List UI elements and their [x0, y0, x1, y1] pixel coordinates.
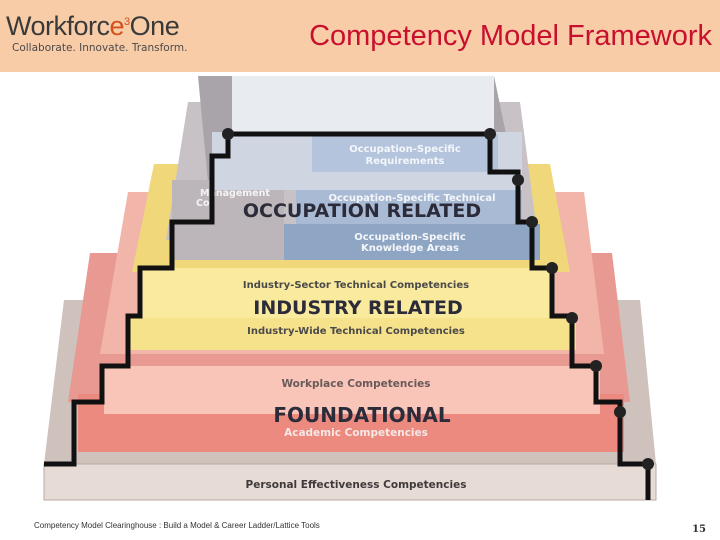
- tier-personal-effectiveness: [43, 463, 657, 501]
- label-occupation-requirements-2: Requirements: [366, 156, 445, 167]
- label-industry-sector: Industry-Sector Technical Competencies: [243, 280, 469, 291]
- label-occupation-related: OCCUPATION RELATED: [243, 200, 481, 222]
- label-occupation-technical: Occupation-Specific Technical: [328, 193, 495, 204]
- tier-industry-sector: [140, 268, 554, 318]
- knob-icon: [642, 458, 654, 470]
- knob-icon: [484, 128, 496, 140]
- competency-pyramid-diagram: Personal Effectiveness Competencies Acad…: [43, 76, 657, 501]
- logo-word-suffix: One: [129, 11, 180, 41]
- logo-wordmark: Workforce3One: [6, 8, 187, 40]
- knob-icon: [566, 312, 578, 324]
- label-industry-related: INDUSTRY RELATED: [253, 297, 462, 319]
- knob-icon: [590, 360, 602, 372]
- label-occupation-knowledge-2: Knowledge Areas: [361, 243, 459, 254]
- tier-workplace: [104, 366, 600, 414]
- logo-word-prefix: Workforc: [6, 11, 110, 41]
- label-occupation-requirements-1: Occupation-Specific: [349, 144, 461, 155]
- tier-occupation-requirements: [312, 134, 498, 172]
- knob-icon: [512, 174, 524, 186]
- tier-top-cap: [232, 76, 494, 134]
- tier-occupation-knowledge: [284, 224, 540, 260]
- label-industry-wide: Industry-Wide Technical Competencies: [247, 326, 465, 337]
- header-bar: Workforce3One Collaborate. Innovate. Tra…: [0, 0, 720, 72]
- step-outline-right: [228, 131, 651, 500]
- knob-icon: [222, 128, 234, 140]
- knob-icon: [614, 406, 626, 418]
- logo-tagline: Collaborate. Innovate. Transform.: [12, 42, 188, 54]
- footer-source: Competency Model Clearinghouse : Build a…: [34, 521, 320, 530]
- step-outline-left: [44, 134, 231, 467]
- label-foundational: FOUNDATIONAL: [273, 403, 450, 427]
- label-management-2: Co: [196, 198, 210, 209]
- label-academic: Academic Competencies: [284, 427, 428, 439]
- label-management-1: Management: [200, 188, 270, 199]
- label-occupation-knowledge-1: Occupation-Specific: [354, 232, 466, 243]
- label-workplace: Workplace Competencies: [281, 378, 430, 390]
- slide-title: Competency Model Framework: [309, 20, 712, 52]
- knob-icon: [526, 216, 538, 228]
- tier-industry-wide: [128, 316, 576, 350]
- knob-icon: [546, 262, 558, 274]
- tier-occupation-technical: [296, 190, 522, 224]
- logo-superscript: 3: [124, 16, 130, 28]
- page-number: 15: [692, 524, 706, 535]
- logo-e-mark: e: [109, 11, 125, 41]
- label-personal-effectiveness: Personal Effectiveness Competencies: [246, 479, 467, 491]
- workforce3one-logo[interactable]: Workforce3One Collaborate. Innovate. Tra…: [6, 8, 187, 54]
